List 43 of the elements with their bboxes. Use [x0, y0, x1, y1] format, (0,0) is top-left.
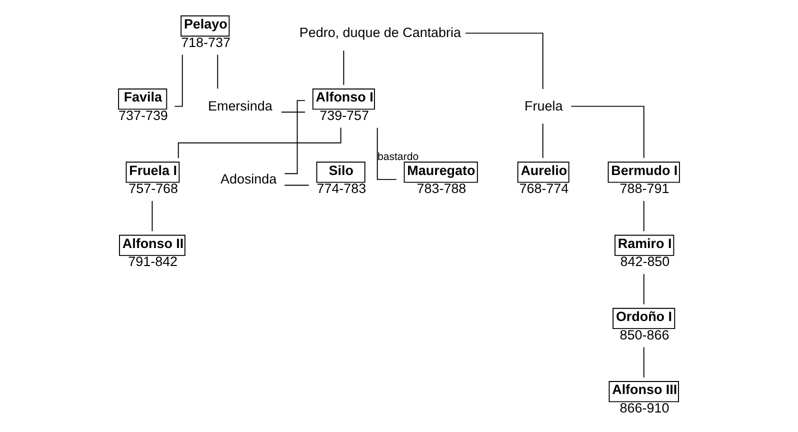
connector — [178, 127, 342, 159]
node-label: 718-737 — [181, 34, 230, 50]
node-box: Silo — [316, 162, 366, 183]
connector — [643, 274, 644, 305]
node-label: 791-842 — [128, 254, 178, 270]
node-box: Aurelio — [517, 162, 570, 183]
node-box: Favila — [118, 88, 168, 110]
node-box: Alfonso I — [312, 88, 375, 110]
node-label: 788-791 — [620, 181, 670, 196]
node-label: 768-774 — [519, 181, 569, 196]
node-label: 842-850 — [620, 254, 670, 270]
node-label: 774-783 — [316, 181, 366, 196]
connector — [464, 32, 544, 90]
connector — [542, 123, 544, 159]
connector — [643, 200, 644, 232]
node-label: 783-788 — [416, 181, 466, 196]
node-label: 737-739 — [118, 108, 168, 123]
node-box: Ramiro I — [614, 234, 674, 256]
node-label: 850-866 — [620, 327, 670, 342]
connector — [343, 50, 344, 86]
node-text: Pedro, duque de Cantabria — [299, 25, 461, 40]
connector — [280, 112, 306, 113]
connector — [284, 184, 310, 186]
node-box: Mauregato — [404, 162, 478, 183]
node-label: 757-768 — [128, 181, 178, 196]
node-box: Bermudo I — [608, 162, 680, 183]
edge-label: bastardo — [377, 151, 419, 164]
node-label: 866-910 — [620, 400, 670, 416]
connector — [570, 106, 644, 158]
node-text: Adosinda — [220, 171, 277, 186]
node-label: 739-757 — [320, 108, 369, 123]
node-box: Alfonso III — [608, 381, 679, 402]
connector — [376, 127, 397, 180]
node-box: Pelayo — [180, 15, 230, 37]
connector — [152, 200, 153, 232]
node-box: Fruela I — [126, 162, 180, 183]
node-text: Fruela — [524, 98, 563, 114]
node-text: Emersinda — [208, 98, 272, 114]
node-box: Alfonso II — [119, 234, 186, 256]
connector — [217, 54, 218, 90]
node-box: Ordoño I — [612, 308, 676, 330]
connector — [643, 346, 644, 378]
connector — [284, 100, 306, 174]
